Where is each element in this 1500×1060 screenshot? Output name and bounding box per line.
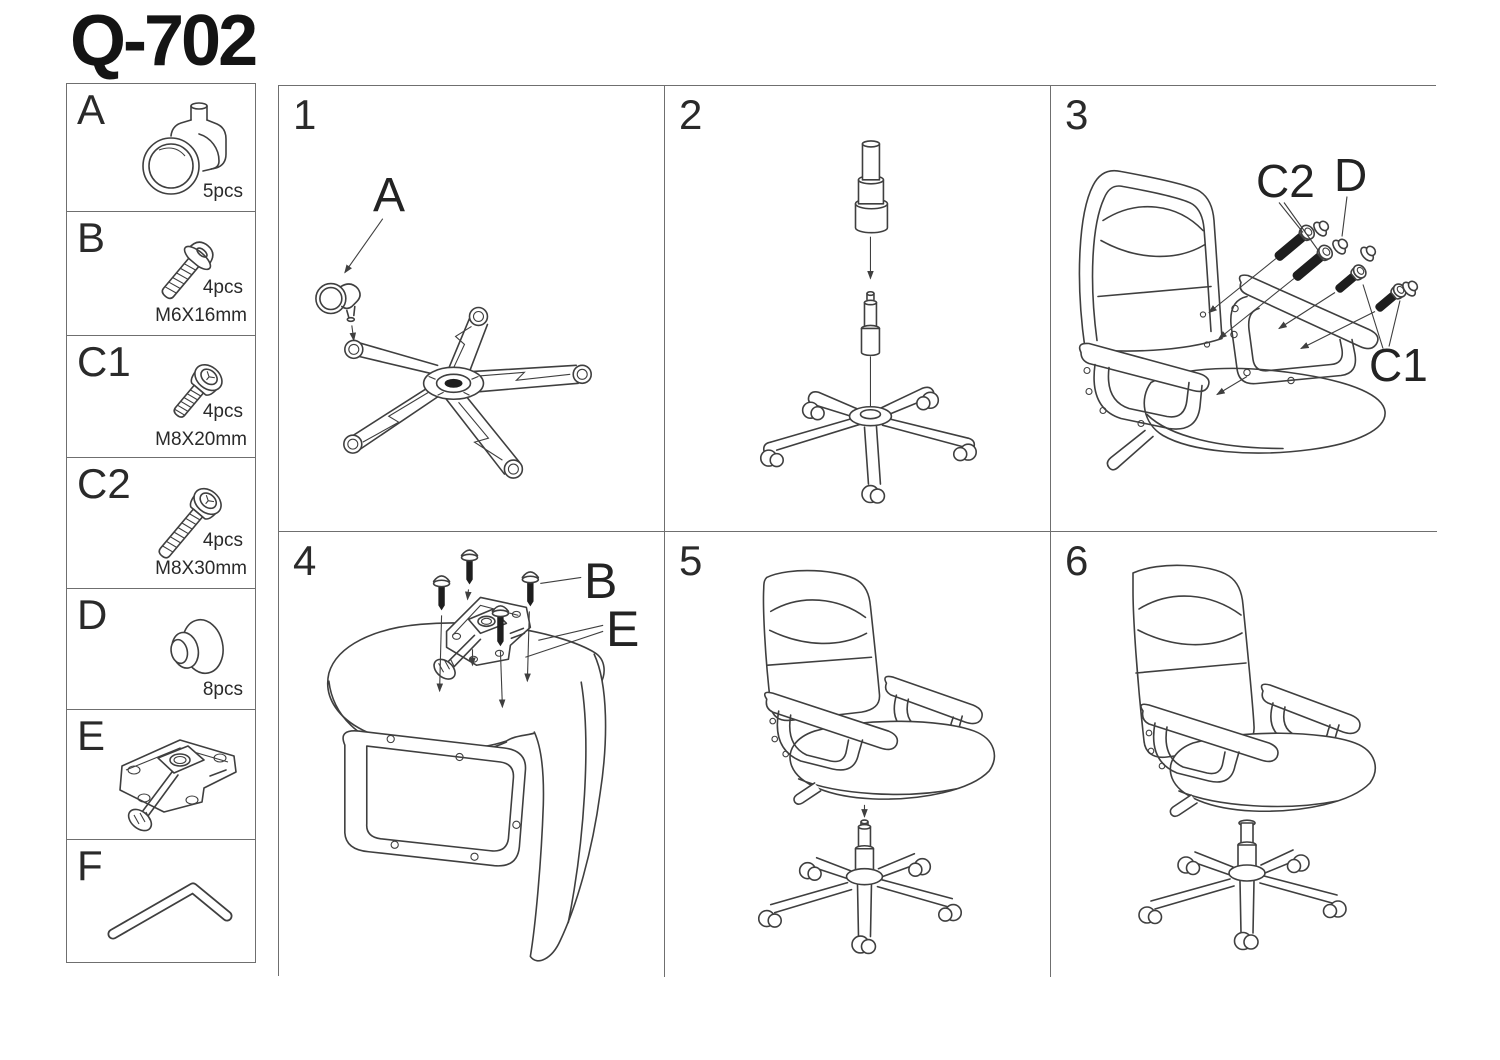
- gas-lift: [860, 290, 881, 357]
- d-cap: [1313, 220, 1330, 237]
- part-qty-a: 5pcs: [202, 181, 243, 202]
- step-4-illustration: [326, 549, 607, 962]
- step-4-number: 4: [293, 537, 317, 584]
- step-2-illustration: [759, 140, 977, 504]
- step-1-panel: 1 A: [279, 86, 665, 532]
- step-4-panel: 4 B E: [279, 532, 665, 977]
- d-cap: [1360, 245, 1377, 262]
- part-label-f: F: [77, 842, 103, 889]
- base-with-casters: [757, 852, 963, 955]
- part-spec-b: M6X16mm: [155, 305, 247, 326]
- part-qty-c1: 4pcs: [202, 401, 243, 422]
- chair-backrest: [1078, 169, 1223, 352]
- socket-bolt-short-icon: [173, 364, 223, 418]
- assembled-chair: [1132, 564, 1376, 818]
- base-with-casters: [1138, 849, 1347, 951]
- step-3-number: 3: [1065, 91, 1089, 138]
- armrest-loop: [342, 730, 527, 867]
- steps-grid: 1 A: [278, 85, 1437, 977]
- part-label-e: E: [77, 712, 106, 759]
- b-screw: [460, 549, 479, 585]
- step-3-callout-c2: C2: [1256, 155, 1315, 207]
- left-armrest: [1078, 342, 1210, 430]
- right-armrest-exploded: [1230, 274, 1379, 385]
- step-2-number: 2: [679, 91, 703, 138]
- part-box-a: A 5pcs: [66, 83, 256, 212]
- cover-cap-icon: [170, 618, 224, 675]
- step-5-illustration: [757, 569, 996, 955]
- step-5-panel: 5: [665, 532, 1051, 977]
- step-4-callout-e: E: [606, 601, 640, 657]
- gas-lift: [854, 819, 875, 875]
- step-1-number: 1: [293, 91, 317, 138]
- part-label-a: A: [77, 86, 106, 133]
- c1-bolt: [1335, 264, 1367, 293]
- part-label-c2: C2: [77, 460, 131, 507]
- step-3-callout-c1: C1: [1369, 339, 1428, 391]
- tilt-mechanism-icon: [119, 739, 237, 832]
- step-4-callout-b: B: [584, 553, 618, 609]
- flange-screw-icon: [161, 241, 214, 300]
- d-cap: [1402, 280, 1419, 297]
- d-cap: [1332, 238, 1349, 255]
- part-spec-c2: M8X30mm: [155, 558, 247, 579]
- caster-part: [315, 282, 361, 323]
- part-box-f: F: [66, 839, 256, 963]
- chair-upper-assembly: [762, 569, 996, 805]
- part-label-d: D: [77, 591, 108, 638]
- part-label-b: B: [77, 214, 106, 261]
- step-3-illustration: [1078, 169, 1419, 471]
- step-2-panel: 2: [665, 86, 1051, 532]
- caster-icon: [142, 102, 227, 195]
- step-3-callout-d: D: [1334, 149, 1368, 201]
- telescopic-cover: [854, 140, 889, 234]
- chair-seat: [1106, 367, 1386, 471]
- part-box-e: E: [66, 709, 256, 840]
- step-1-illustration: [315, 218, 592, 479]
- step-3-panel: 3 C2 D C1: [1051, 86, 1437, 532]
- parts-list: A 5pcs B: [66, 83, 256, 963]
- c2-bolt: [1274, 224, 1316, 261]
- part-box-d: D 8pcs: [66, 588, 256, 710]
- part-qty-d: 8pcs: [202, 679, 243, 700]
- c2-bolt: [1292, 244, 1334, 281]
- part-qty-c2: 4pcs: [202, 530, 243, 551]
- step-6-number: 6: [1065, 537, 1089, 584]
- allen-key-icon: [107, 882, 233, 940]
- part-box-b: B 4pcs M6X16mm: [66, 211, 256, 336]
- b-screw: [432, 575, 451, 611]
- part-qty-b: 4pcs: [202, 277, 243, 298]
- step-6-illustration: [1132, 564, 1376, 951]
- base-with-casters: [759, 386, 977, 504]
- b-screw: [491, 605, 510, 647]
- part-box-c1: C1 4pcs M8X20mm: [66, 335, 256, 458]
- step-5-number: 5: [679, 537, 703, 584]
- part-box-c2: C2 4pcs M8X30mm: [66, 457, 256, 589]
- step-1-callout-a: A: [373, 169, 406, 222]
- b-screw: [521, 571, 540, 607]
- page-title: Q-702: [70, 1, 258, 81]
- five-star-base: [343, 306, 592, 479]
- part-label-c1: C1: [77, 338, 131, 385]
- part-spec-c1: M8X20mm: [155, 429, 247, 450]
- socket-bolt-long-icon: [158, 487, 222, 559]
- step-6-panel: 6: [1051, 532, 1437, 977]
